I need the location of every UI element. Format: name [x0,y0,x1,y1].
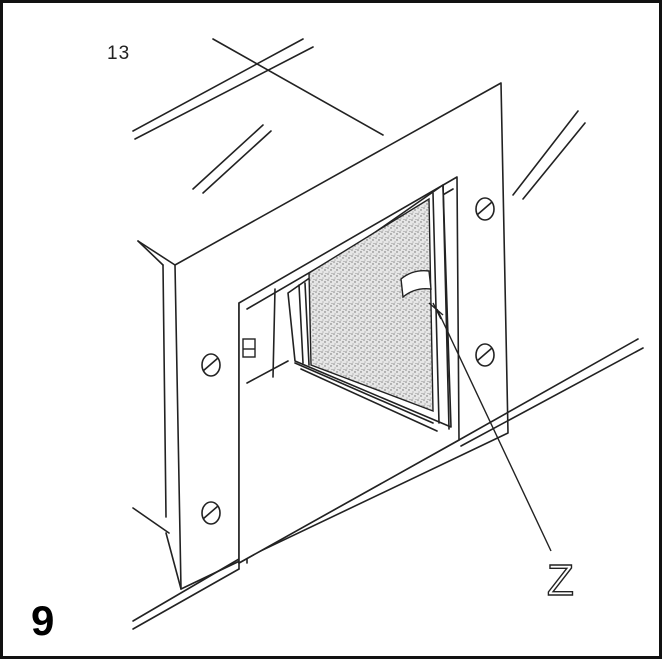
side-latch [242,338,256,358]
screw-icon [475,197,495,221]
callout-label: Z [547,556,574,605]
part-number-label: 13 [107,43,131,64]
cabinet-top-lines [132,38,384,194]
reflection-marks [512,110,586,200]
callout-leader [428,302,552,552]
filter-handle-slot [400,269,432,299]
screw-icon [475,343,495,367]
front-panel [132,82,509,590]
screw-icon [201,353,221,377]
screw-icon [201,501,221,525]
appliance-filter-diagram: Z [132,38,644,630]
filter-media [308,197,434,413]
step-number: 9 [31,597,55,644]
screw-icons [201,197,495,525]
